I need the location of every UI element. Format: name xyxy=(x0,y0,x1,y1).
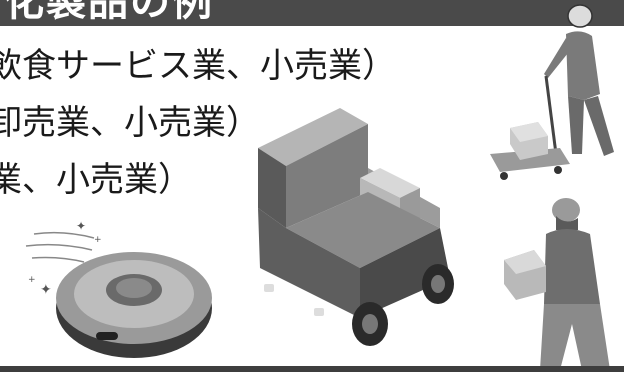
robot-vacuum-icon: ✦ + ✦ + xyxy=(25,219,212,358)
industry-line-1: 飲食サービス業、小売業） xyxy=(0,46,396,86)
bottom-bar xyxy=(0,366,624,372)
industry-line-3: 業、小売業） xyxy=(0,160,192,200)
sparkle-icons: ✦ + ✦ + xyxy=(28,219,102,298)
banner-title: 化製品の例 xyxy=(4,0,214,25)
svg-text:✦: ✦ xyxy=(76,219,86,233)
svg-text:+: + xyxy=(28,275,36,285)
top-banner: 化製品の例 xyxy=(0,0,624,26)
delivery-robot-icon xyxy=(258,108,454,346)
industry-line-2: 卸売業、小売業） xyxy=(0,103,260,143)
motion-lines xyxy=(25,231,95,263)
worker-carrying-box-icon xyxy=(504,198,610,370)
svg-text:+: + xyxy=(94,235,102,245)
svg-text:✦: ✦ xyxy=(40,282,52,298)
worker-with-cart-icon xyxy=(490,4,614,180)
